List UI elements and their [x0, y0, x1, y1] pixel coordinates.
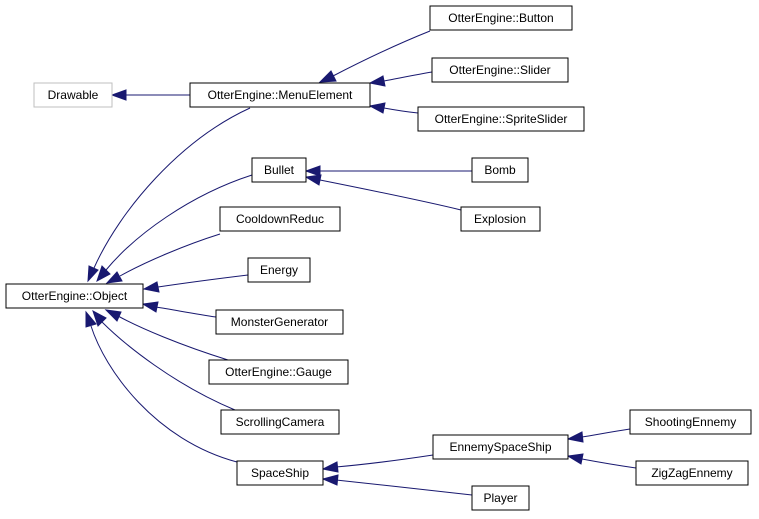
edge-cooldownreduc-object	[105, 233, 221, 284]
node-bullet[interactable]: Bullet	[251, 157, 307, 183]
edge-zigzagennemy-ennemyspaceship	[566, 453, 637, 469]
node-label: OtterEngine::MenuElement	[208, 88, 353, 102]
node-player[interactable]: Player	[471, 485, 530, 511]
node-label: OtterEngine::SpriteSlider	[435, 112, 568, 126]
node-gauge[interactable]: OtterEngine::Gauge	[208, 359, 349, 385]
edge-menuelement-drawable	[110, 89, 190, 101]
edge-bomb-bullet	[304, 165, 472, 177]
node-sprite-slider[interactable]: OtterEngine::SpriteSlider	[417, 106, 585, 132]
edge-monstergenerator-object	[141, 301, 217, 318]
node-zigzag-ennemy[interactable]: ZigZagEnnemy	[635, 460, 749, 486]
node-label: MonsterGenerator	[231, 315, 328, 329]
edge-scrollingcamera-object	[92, 309, 236, 411]
node-scrolling-camera[interactable]: ScrollingCamera	[220, 409, 340, 435]
edge-menuelement-object	[87, 107, 251, 283]
node-label: Explosion	[474, 212, 526, 226]
node-label: EnnemySpaceShip	[449, 440, 551, 454]
node-label: Drawable	[48, 88, 99, 102]
node-drawable[interactable]: Drawable	[33, 82, 113, 108]
edge-ennemyspaceship-spaceship	[321, 454, 434, 473]
node-monster-generator[interactable]: MonsterGenerator	[215, 309, 344, 335]
node-label: OtterEngine::Gauge	[225, 365, 332, 379]
node-label: Bomb	[484, 163, 516, 177]
node-label: OtterEngine::Object	[22, 289, 128, 303]
edge-bullet-object	[96, 174, 253, 283]
node-label: Player	[483, 491, 517, 505]
node-space-ship[interactable]: SpaceShip	[236, 460, 324, 486]
node-label: ScrollingCamera	[236, 415, 325, 429]
node-explosion[interactable]: Explosion	[460, 206, 541, 232]
node-bomb[interactable]: Bomb	[471, 157, 529, 183]
node-ennemy-space-ship[interactable]: EnnemySpaceShip	[432, 434, 569, 460]
node-label: ZigZagEnnemy	[651, 466, 732, 480]
node-label: CooldownReduc	[236, 212, 324, 226]
edge-spriteslider-menuelement	[368, 102, 419, 114]
node-label: OtterEngine::Button	[448, 11, 553, 25]
edge-spaceship-object	[85, 310, 238, 463]
node-menu-element[interactable]: OtterEngine::MenuElement	[189, 82, 371, 108]
node-slider[interactable]: OtterEngine::Slider	[431, 57, 569, 83]
edge-explosion-bullet	[304, 174, 462, 211]
node-cooldown-reduc[interactable]: CooldownReduc	[219, 206, 341, 232]
node-label: Bullet	[264, 163, 295, 177]
node-energy[interactable]: Energy	[247, 257, 311, 283]
node-label: OtterEngine::Slider	[449, 63, 550, 77]
edge-energy-object	[142, 274, 249, 293]
node-shooting-ennemy[interactable]: ShootingEnnemy	[629, 409, 752, 435]
edge-player-spaceship	[321, 474, 473, 496]
edge-gauge-object	[104, 309, 229, 361]
node-label: ShootingEnnemy	[645, 415, 736, 429]
node-label: Energy	[260, 263, 298, 277]
edge-button-menuelement	[318, 30, 431, 83]
node-object[interactable]: OtterEngine::Object	[5, 283, 144, 309]
edge-shootingennemy-ennemyspaceship	[566, 428, 631, 443]
node-label: SpaceShip	[251, 466, 309, 480]
edge-slider-menuelement	[368, 71, 433, 87]
node-button[interactable]: OtterEngine::Button	[429, 5, 573, 31]
